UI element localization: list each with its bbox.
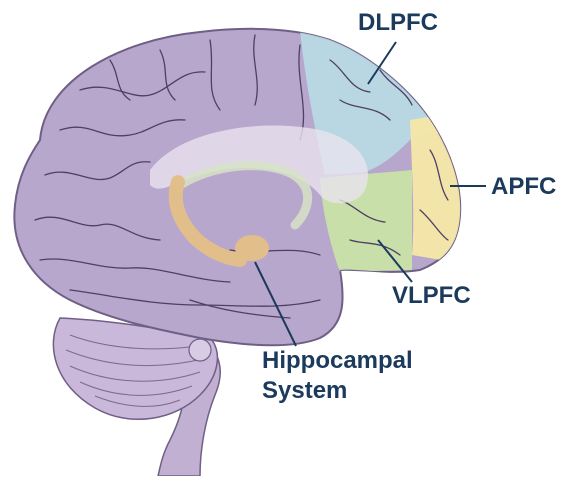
hippocampus [168, 175, 247, 267]
dlpfc-leader [367, 41, 397, 85]
apfc-label: APFC [491, 173, 557, 200]
vlpfc-leader [377, 239, 413, 283]
cortical-sulci [34, 34, 449, 319]
amygdala [235, 235, 269, 261]
fornix [175, 161, 313, 230]
hippocampal-label-line2: System [262, 377, 348, 404]
hippocampal-label-line1: Hippocampal [262, 347, 413, 374]
hippocampal-system-label: Hippocampal System [262, 346, 413, 406]
hippocampal-leader [254, 261, 297, 347]
vlpfc-label: VLPFC [392, 282, 471, 309]
apfc-region [410, 110, 461, 265]
dlpfc-label: DLPFC [358, 9, 438, 36]
pons [188, 338, 212, 362]
leader-lines [254, 41, 486, 347]
